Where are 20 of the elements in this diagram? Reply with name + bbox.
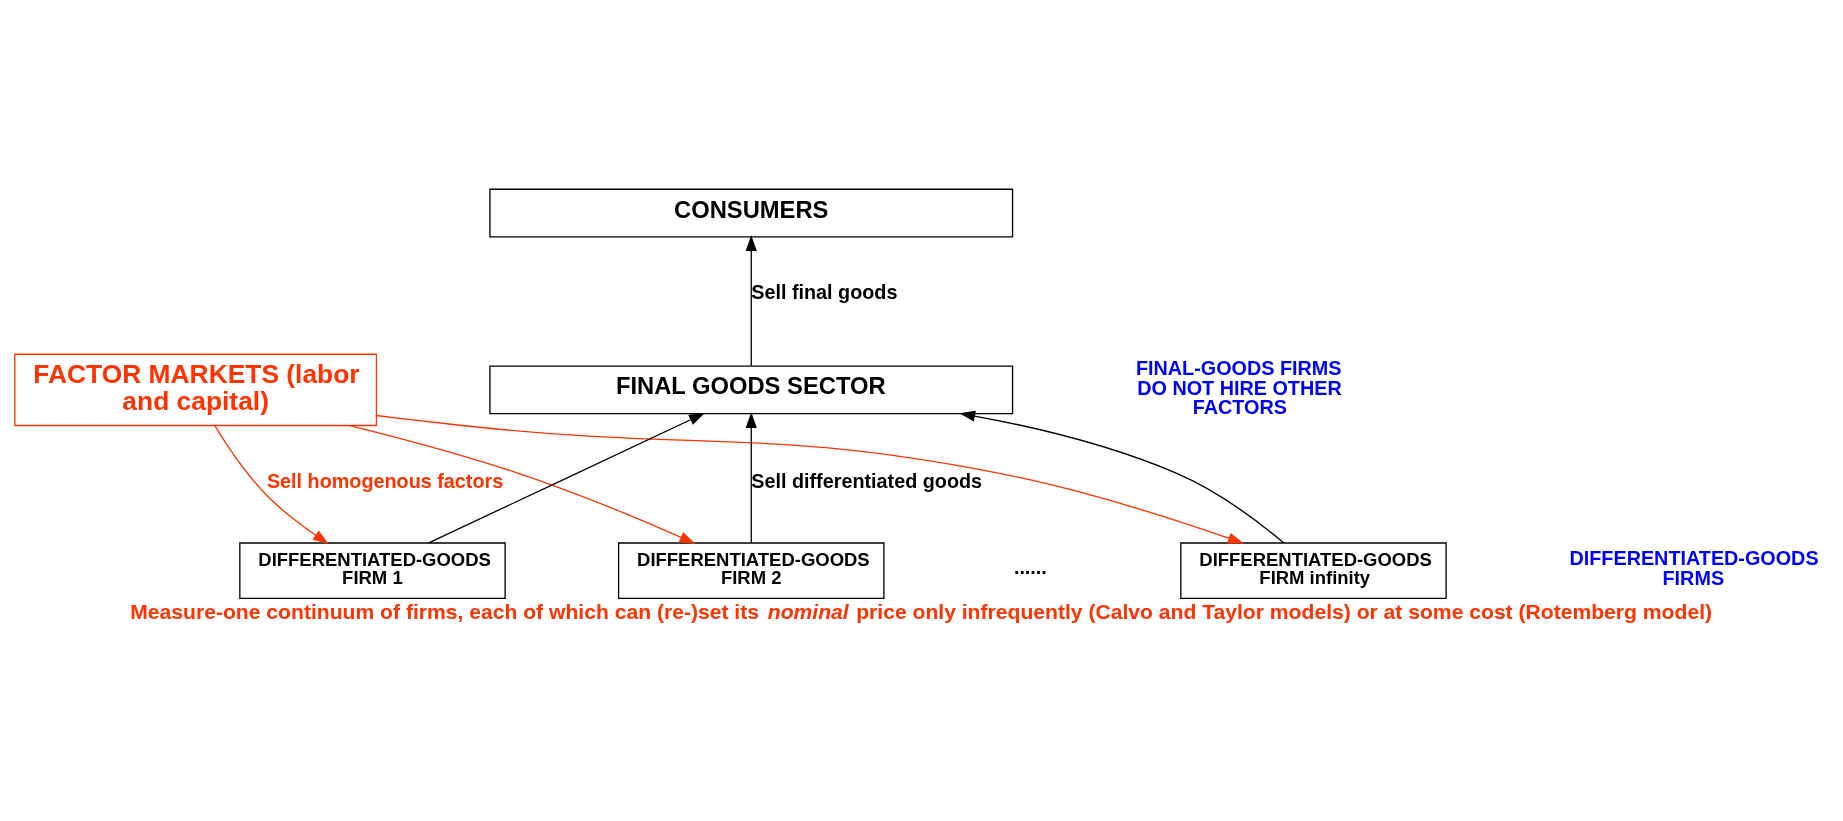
label: DIFFERENTIATED-GOODS FIRMS — [1569, 546, 1819, 589]
node-box: FACTOR MARKETS (labor and capital) — [14, 353, 378, 426]
edge-label: Sell homogenous factors — [266, 469, 504, 492]
arrow — [214, 424, 329, 544]
caption: Measure-one continuum of firms, each of which can (re-)set its nominal price only infrequently (Calvo and Taylor models) or at some cost (Rotemberg model) — [130, 599, 1713, 623]
node-box: DIFFERENTIATED-GOODS FIRM infinity — [1180, 541, 1447, 599]
edge-label: Sell differentiated goods — [751, 469, 983, 492]
node-box: FINAL GOODS SECTOR — [489, 364, 1014, 414]
arrow — [959, 410, 1285, 543]
arrow — [375, 414, 1244, 543]
arrow — [745, 234, 757, 366]
node-box: CONSUMERS — [489, 188, 1014, 237]
edge-label: Sell final goods — [751, 280, 898, 303]
node-box: DIFFERENTIATED-GOODS FIRM 1 — [239, 541, 506, 599]
node-box: DIFFERENTIATED-GOODS FIRM 2 — [617, 541, 885, 599]
arrow — [349, 424, 696, 544]
label: ...... — [1013, 555, 1047, 578]
label: FINAL-GOODS FIRMS DO NOT HIRE OTHER FACTORS — [1135, 356, 1342, 418]
arrow — [745, 411, 757, 543]
arrow — [428, 412, 705, 544]
